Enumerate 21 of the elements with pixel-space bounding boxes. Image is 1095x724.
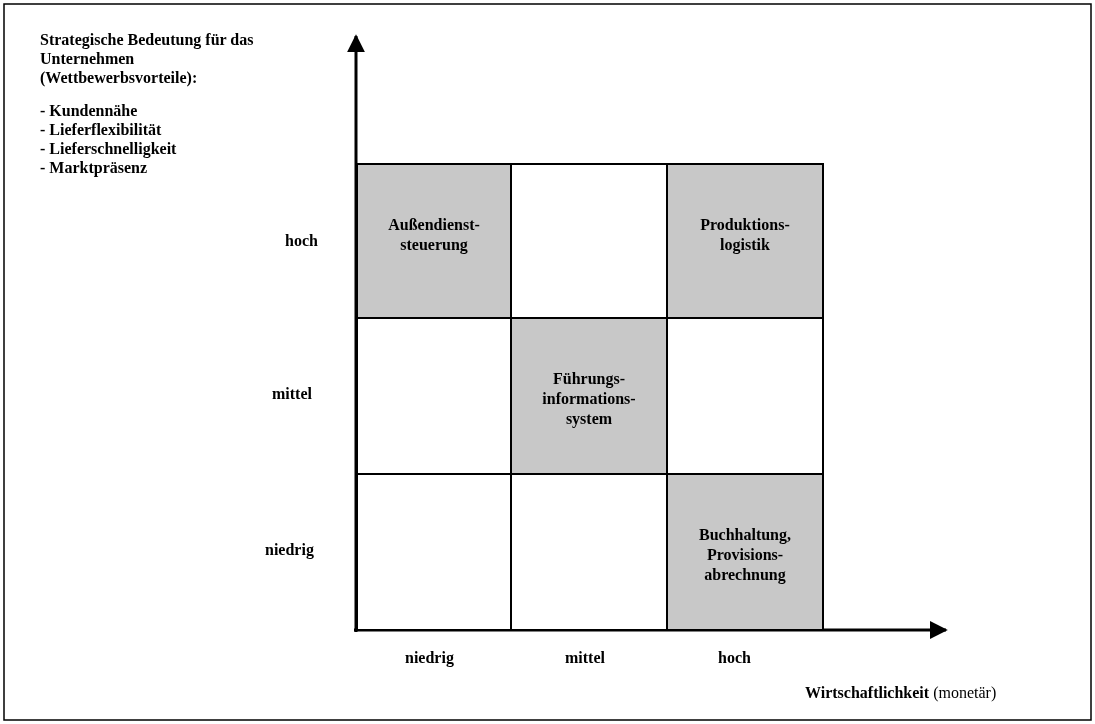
list-item: - Lieferschnelligkeit — [40, 139, 177, 159]
matrix-cell — [356, 473, 512, 631]
tick-label: niedrig — [265, 540, 314, 560]
list-item: - Marktpräsenz — [40, 158, 148, 178]
matrix-cell — [666, 473, 824, 631]
matrix-cell — [666, 163, 824, 319]
cell-label: Buchhaltung, Provisions- abrechnung — [697, 525, 792, 585]
tick-label: hoch — [718, 648, 751, 668]
list-item: - Lieferflexibilität — [40, 120, 162, 140]
list-item: - Kundennähe — [40, 101, 138, 121]
axis-title: Wirtschaftlichkeit (monetär) — [805, 683, 997, 703]
cell-label: Außendienst- steuerung — [387, 215, 481, 255]
cell-label: Produktions- logistik — [699, 215, 791, 255]
matrix-cell — [356, 163, 512, 319]
cell-label: Führungs- informations- system — [541, 369, 637, 429]
tick-label: mittel — [565, 648, 605, 668]
tick-label: mittel — [272, 384, 312, 404]
matrix-cell — [510, 317, 668, 475]
tick-label: hoch — [285, 231, 318, 251]
tick-label: niedrig — [405, 648, 454, 668]
axis-title: Strategische Bedeutung für das Unternehmen (Wettbewerbsvorteile): — [40, 30, 255, 88]
